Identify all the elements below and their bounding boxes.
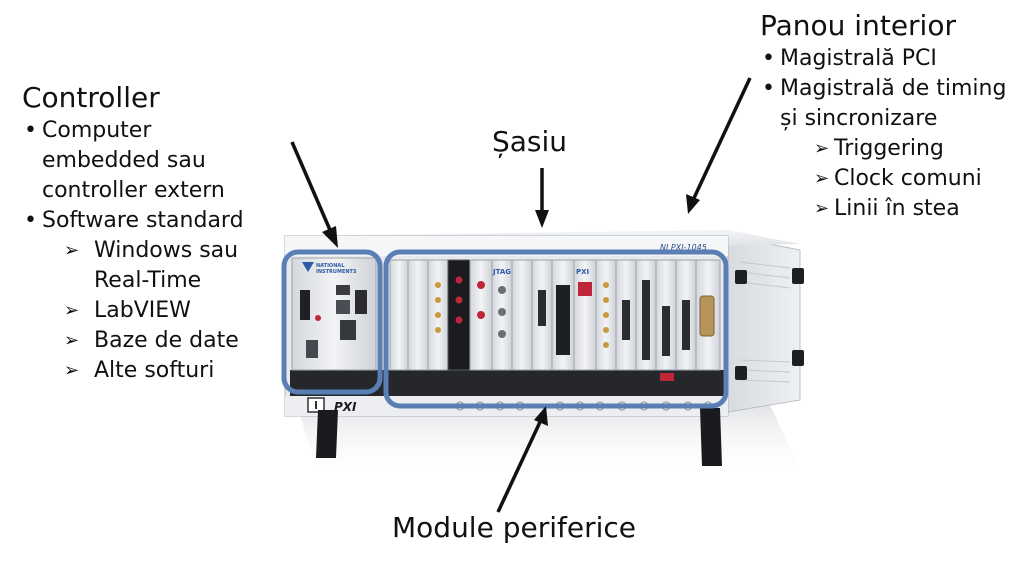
bumper-top-right: [792, 268, 804, 284]
panou-sub-linii: Linii în stea: [814, 194, 1006, 224]
arrow-panou: [692, 77, 752, 199]
panou-list: Magistrală PCI Magistrală de timing și s…: [760, 44, 1006, 134]
controller-module: NATIONAL INSTRUMENTS: [291, 257, 377, 371]
controller-title: Controller: [22, 81, 160, 114]
floor-shadow: [300, 405, 800, 480]
chassis-right-side: [727, 235, 801, 413]
pxi-logo: PXI: [334, 400, 357, 414]
software-item-realtime: Real-Time: [94, 268, 202, 293]
controller-item-computer: Computer: [22, 116, 244, 146]
foot-right: [700, 408, 722, 466]
modules-highlight: [383, 249, 729, 409]
panou-item-sincronizare: și sincronizare: [780, 106, 938, 131]
pxi-card-label: PXI: [576, 268, 589, 276]
software-item-windows: Windows sau: [64, 236, 244, 266]
pointer-arrows: [290, 77, 752, 513]
model-label: NI PXI-1045: [660, 243, 707, 252]
software-item-baze: Baze de date: [64, 326, 244, 356]
panou-label-block: Panou interior Magistrală PCI Magistrală…: [760, 9, 1006, 225]
software-item-alte: Alte softuri: [64, 356, 244, 386]
ni-brand-line1: NATIONAL: [316, 263, 345, 269]
bumper-bottom-left: [735, 366, 747, 380]
controller-item-extern: controller extern: [42, 178, 225, 203]
controller-item-software: Software standard: [22, 206, 244, 236]
bumper-bottom-right: [792, 350, 804, 366]
ni-brand-line2: INSTRUMENTS: [316, 269, 357, 275]
arrow-controller: [290, 141, 332, 231]
panou-title: Panou interior: [760, 9, 956, 42]
controller-list: Computer embedded sau controller extern …: [22, 116, 244, 236]
panou-sub-triggering: Triggering: [814, 134, 1006, 164]
panou-item-pci: Magistrală PCI: [760, 44, 1006, 74]
panou-sublist: Triggering Clock comuni Linii în stea: [814, 134, 1006, 224]
controller-label-block: Controller Computer embedded sau control…: [22, 81, 244, 387]
foot-left: [316, 410, 338, 458]
arrow-module: [496, 421, 542, 513]
jtag-card-label: JTAG: [492, 268, 511, 276]
controller-highlight: [281, 249, 383, 395]
software-sublist: Windows sau Real-Time LabVIEW Baze de da…: [64, 236, 244, 386]
module-title: Module periferice: [392, 511, 637, 544]
side-vents: [739, 261, 791, 383]
sasiu-title: Șasiu: [492, 125, 568, 158]
bumper-top-left: [735, 270, 747, 284]
software-item-labview: LabVIEW: [64, 296, 244, 326]
controller-item-embedded: embedded sau: [42, 148, 206, 173]
peripheral-modules: JTAG PXI: [389, 259, 721, 381]
panou-item-timing: Magistrală de timing: [760, 74, 1006, 104]
panou-sub-clock: Clock comuni: [814, 164, 1006, 194]
